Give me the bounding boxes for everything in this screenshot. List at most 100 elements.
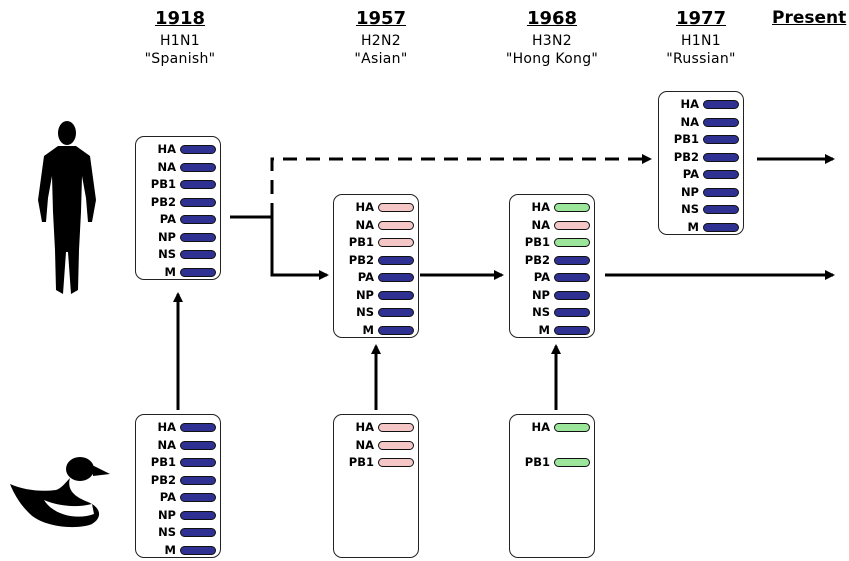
gene-segment-ha [703, 100, 739, 109]
gene-segment-ha [378, 423, 414, 432]
gene-segment-ns [378, 308, 414, 317]
gene-segment-pb1 [180, 180, 216, 189]
pandemic-name: "Russian" [666, 51, 736, 67]
gene-segment-m [378, 325, 414, 335]
header-1968: 1968 H3N2 "Hong Kong" [482, 8, 622, 68]
segment-label-pa: PA [357, 270, 374, 284]
gene-segment-ha [180, 423, 216, 432]
segment-label-pa: PA [159, 212, 176, 226]
present-label: Present [772, 8, 847, 28]
segment-label-pb1: PB1 [524, 455, 550, 469]
gene-segment-ns [180, 250, 216, 259]
segment-label-m: M [687, 219, 699, 234]
gene-segment-pb2 [554, 255, 590, 265]
header-1918: 1918 H1N1 "Spanish" [110, 8, 250, 68]
segment-label-pb2: PB2 [150, 194, 176, 209]
segment-label-pb1: PB1 [348, 455, 374, 469]
human-icon [38, 121, 96, 294]
segment-label-ns: NS [356, 305, 374, 319]
gene-segment-ha [554, 423, 590, 432]
subtype-label: H3N2 [531, 33, 572, 49]
segment-label-pa: PA [682, 167, 699, 181]
year-label: 1968 [526, 8, 578, 29]
gene-segment-m [703, 222, 739, 232]
gene-segment-pa [703, 170, 739, 179]
gene-segment-pb1 [378, 238, 414, 247]
segment-label-ha: HA [157, 142, 176, 156]
gene-segment-na [378, 220, 414, 230]
gene-segment-pa [180, 215, 216, 224]
segment-label-pb2: PB2 [673, 149, 699, 164]
segment-label-pb1: PB1 [524, 235, 550, 249]
gene-segment-m [180, 267, 216, 277]
gene-segment-pa [554, 273, 590, 282]
segment-label-np: NP [157, 229, 176, 244]
subtype-label: H1N1 [159, 33, 200, 49]
segment-label-pb2: PB2 [524, 252, 550, 267]
segment-label-na: NA [355, 217, 374, 232]
segment-label-na: NA [157, 159, 176, 174]
gene-segment-na [378, 440, 414, 450]
segment-label-np: NP [157, 507, 176, 522]
segment-label-np: NP [680, 184, 699, 199]
segment-label-pb1: PB1 [150, 455, 176, 469]
gene-segment-pb1 [703, 135, 739, 144]
gene-segment-na [703, 117, 739, 127]
pandemic-name: "Spanish" [144, 51, 216, 67]
pandemic-name: "Hong Kong" [505, 51, 599, 67]
gene-segment-ha [554, 203, 590, 212]
header-1977: 1977 H1N1 "Russian" [631, 8, 771, 68]
subtype-label: H2N2 [360, 33, 401, 49]
segment-label-ha: HA [531, 200, 550, 214]
segment-label-np: NP [355, 287, 374, 302]
header-1957: 1957 H2N2 "Asian" [311, 8, 451, 68]
segment-label-ns: NS [158, 525, 176, 539]
segment-label-ha: HA [355, 200, 374, 214]
segment-label-m: M [362, 322, 374, 337]
subtype-label: H1N1 [680, 33, 721, 49]
gene-segment-pb2 [180, 197, 216, 207]
gene-segment-pb1 [554, 238, 590, 247]
gene-segment-na [180, 440, 216, 450]
gene-segment-pb2 [378, 255, 414, 265]
segment-label-na: NA [157, 437, 176, 452]
segment-label-pa: PA [159, 490, 176, 504]
segment-label-np: NP [531, 287, 550, 302]
gene-segment-ns [703, 205, 739, 214]
segment-label-m: M [164, 264, 176, 279]
gene-segment-ns [180, 528, 216, 537]
gene-segment-pb2 [180, 475, 216, 485]
pandemic-name: "Asian" [354, 51, 408, 67]
gene-segment-np [554, 290, 590, 300]
gene-segment-na [554, 220, 590, 230]
segment-label-pb2: PB2 [348, 252, 374, 267]
gene-segment-pa [180, 493, 216, 502]
segment-label-pa: PA [533, 270, 550, 284]
segment-label-ns: NS [158, 247, 176, 261]
avian-virus-1968-box: HA PB1 [509, 414, 595, 558]
gene-segment-np [180, 232, 216, 242]
segment-label-na: NA [355, 437, 374, 452]
gene-segment-pb1 [378, 458, 414, 467]
year-label: 1977 [675, 8, 727, 29]
gene-segment-pb2 [703, 152, 739, 162]
gene-segment-ha [180, 145, 216, 154]
gene-segment-pb1 [554, 458, 590, 467]
year-label: 1957 [355, 8, 407, 29]
segment-label-ha: HA [680, 97, 699, 111]
segment-label-pb2: PB2 [150, 472, 176, 487]
segment-label-na: NA [531, 217, 550, 232]
segment-label-ha: HA [355, 420, 374, 434]
gene-segment-m [180, 545, 216, 555]
gene-segment-np [378, 290, 414, 300]
segment-label-ha: HA [531, 420, 550, 434]
gene-segment-pa [378, 273, 414, 282]
segment-label-na: NA [680, 114, 699, 129]
duck-icon [10, 457, 110, 528]
gene-segment-ns [554, 308, 590, 317]
